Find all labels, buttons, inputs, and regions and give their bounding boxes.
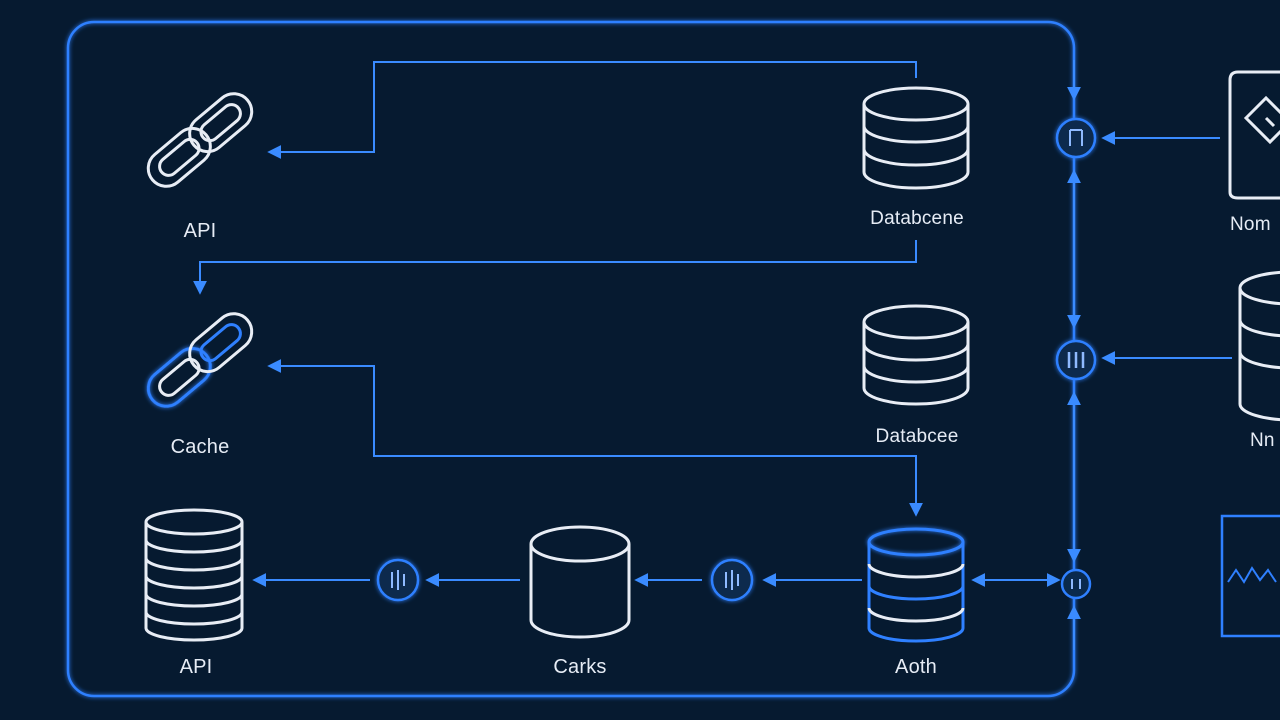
node-label-cache: Cache (170, 436, 230, 458)
database-icon (529, 525, 631, 639)
connectors (193, 60, 1232, 650)
database-icon (1238, 270, 1280, 422)
junction-icon (1055, 117, 1097, 159)
node-label-right-mid: Nn (1250, 430, 1275, 451)
node-label-auth: Aoth (895, 656, 937, 678)
database-icon (867, 527, 965, 643)
junction-icon (1055, 339, 1097, 381)
junction-icon (710, 558, 754, 602)
node-label-api-bottom: API (179, 656, 213, 678)
junction-icon (376, 558, 420, 602)
node-label-carks: Carks (553, 656, 607, 678)
document-icon (1228, 70, 1280, 200)
node-label-right-top: Nom (1230, 214, 1271, 235)
connector-db-to-cache (193, 240, 917, 295)
database-icon (862, 86, 970, 190)
junction-icon (1060, 568, 1092, 600)
connector-mid-loop (267, 359, 923, 517)
link-icon (146, 92, 254, 188)
database-icon (144, 508, 244, 642)
node-label-database-mid: Databcee (875, 426, 959, 447)
link-icon (146, 312, 254, 408)
node-label-api-top: API (183, 220, 217, 242)
connector-top-loop (267, 61, 917, 159)
monitor-icon (1220, 514, 1280, 638)
node-label-database-top: Databcene (870, 208, 964, 229)
database-icon (862, 304, 970, 406)
